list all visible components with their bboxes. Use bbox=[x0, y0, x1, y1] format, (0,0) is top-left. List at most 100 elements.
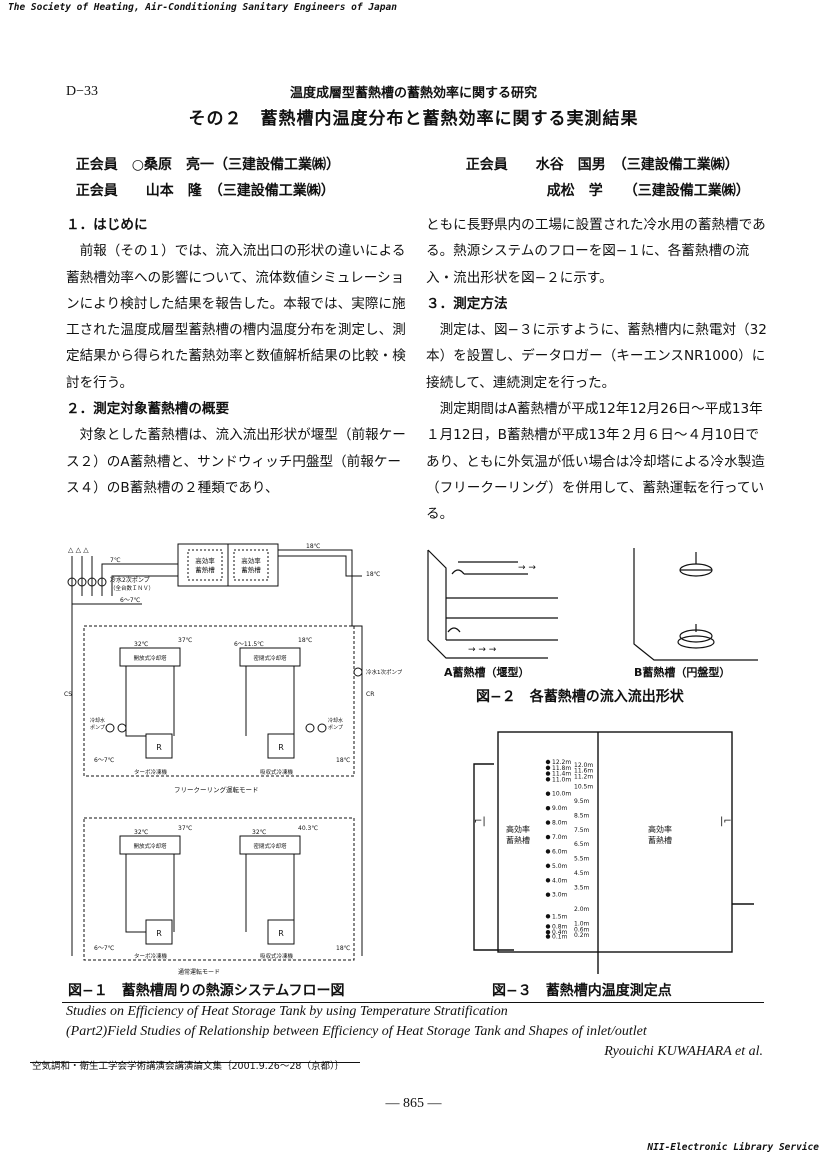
chiller-label: R bbox=[156, 743, 162, 752]
temp-label: 37℃ bbox=[178, 637, 193, 644]
author-role: 正会員 bbox=[75, 157, 118, 173]
fig3-tank-right-label: 高効率蓄熱槽 bbox=[648, 824, 672, 845]
sensor-point bbox=[545, 892, 551, 897]
paragraph: 前報（その１）では、流入流出口の形状の違いによる蓄熱槽効率への影響について、流体… bbox=[66, 243, 406, 391]
temp-label: 7℃ bbox=[110, 557, 121, 564]
height-label: 11.0m bbox=[552, 776, 571, 783]
cw-pump-label: 冷却水ポンプ bbox=[90, 717, 105, 731]
temp-label: 18℃ bbox=[336, 945, 351, 952]
author-role: 正会員 bbox=[465, 157, 508, 173]
author-4: 成松 学 （三建設備工業㈱） bbox=[537, 164, 750, 200]
height-label: 5.5m bbox=[574, 856, 590, 863]
chiller-label: R bbox=[278, 929, 284, 938]
height-label: 11.4m bbox=[552, 771, 571, 778]
library-footer: NII-Electronic Library Service bbox=[647, 1142, 819, 1153]
author-affil: （三建設備工業㈱） bbox=[630, 183, 750, 199]
paragraph: 測定期間はA蓄熱槽が平成12年12月26日〜平成13年１月12日，B蓄熱槽が平成… bbox=[426, 401, 765, 523]
pump-label: 冷水2次ポンプ bbox=[110, 576, 150, 584]
section-heading: １．はじめに bbox=[66, 217, 148, 233]
temp-label: 18℃ bbox=[298, 637, 313, 644]
height-label: 11.6m bbox=[574, 768, 593, 775]
svg-text:→ →: → → bbox=[518, 563, 536, 573]
sensor-point bbox=[545, 805, 551, 811]
sensor-points: 12.2m11.8m11.4m11.0m10.0m9.0m8.0m7.0m6.0… bbox=[545, 759, 593, 941]
author-1: 正会員 ○桑原 亮一（三建設備工業㈱） bbox=[66, 138, 340, 174]
tank-a-label: A蓄熱槽（堰型） bbox=[444, 665, 530, 679]
sensor-point bbox=[545, 878, 551, 883]
svg-text:⌐|: ⌐| bbox=[474, 816, 486, 827]
temp-label: 32℃ bbox=[134, 641, 149, 648]
tank-left-label: 高効率蓄熱槽 bbox=[195, 556, 215, 574]
paragraph: ともに長野県内の工場に設置された冷水用の蓄熱槽である。熱源システムのフローを図−… bbox=[426, 217, 766, 286]
sensor-point bbox=[545, 849, 551, 854]
cooling-tower-label: 開放式冷却塔 bbox=[133, 842, 167, 850]
height-label: 8.0m bbox=[552, 820, 568, 827]
height-label: 11.2m bbox=[574, 773, 593, 780]
height-label: 4.5m bbox=[574, 870, 590, 877]
height-label: 12.2m bbox=[552, 759, 571, 766]
svg-text:△ △ △: △ △ △ bbox=[68, 546, 89, 554]
height-label: 0.4m bbox=[552, 929, 568, 936]
temp-label: 32℃ bbox=[252, 829, 267, 836]
height-label: 4.0m bbox=[552, 877, 568, 884]
body-right-column: ともに長野県内の工場に設置された冷水用の蓄熱槽である。熱源システムのフローを図−… bbox=[426, 212, 768, 528]
chiller-name: ターボ冷凍機 bbox=[134, 952, 168, 960]
sensor-point bbox=[545, 777, 551, 782]
sensor-point bbox=[545, 930, 551, 935]
section-heading: ２．測定対象蓄熱槽の概要 bbox=[66, 401, 230, 418]
author-name: 水谷 国男 bbox=[535, 157, 606, 173]
height-label: 12.0m bbox=[574, 762, 593, 769]
footnote: 空気調和・衛生工学会学術講演会講演論文集｛2001.9.26〜28（京都）｝ bbox=[32, 1061, 345, 1072]
fig2-inlet-shapes: → → → → → A蓄熱槽（堰型） B蓄熱槽（円盤型） bbox=[427, 548, 758, 679]
divider bbox=[30, 1062, 360, 1063]
temp-label: 6〜7℃ bbox=[94, 757, 115, 764]
temp-label: 6〜7℃ bbox=[120, 597, 141, 604]
body-left-column: １．はじめに 前報（その１）では、流入流出口の形状の違いによる蓄熱槽効率への影響… bbox=[66, 212, 408, 501]
height-label: 3.5m bbox=[574, 885, 590, 892]
fig1-caption: 図−１ 蓄熱槽周りの熱源システムフロー図 bbox=[68, 983, 345, 999]
chiller-name: 吸収式冷凍機 bbox=[260, 952, 294, 960]
sensor-point bbox=[545, 924, 551, 929]
page-number: — 865 — bbox=[385, 1096, 442, 1111]
pipe-label: CR bbox=[366, 691, 374, 698]
sensor-point bbox=[545, 834, 551, 840]
sensor-point bbox=[545, 771, 551, 776]
pump-label: （全台数ＩＮＶ） bbox=[110, 584, 154, 592]
sensor-point bbox=[545, 791, 551, 796]
height-label: 9.0m bbox=[552, 805, 568, 812]
cooling-tower-label: 開放式冷却塔 bbox=[133, 654, 167, 662]
height-label: 8.5m bbox=[574, 812, 590, 819]
author-name: ○桑原 亮一 bbox=[131, 157, 214, 173]
society-header: The Society of Heating, Air-Conditioning… bbox=[8, 2, 397, 13]
height-label: 10.0m bbox=[552, 791, 571, 798]
chiller-label: R bbox=[156, 929, 162, 938]
temp-label: 18℃ bbox=[306, 543, 321, 550]
tank-right-label: 高効率蓄熱槽 bbox=[241, 556, 261, 574]
paragraph: 測定は、図−３に示すように、蓄熱槽内に熱電対（32本）を設置し、データロガー（キ… bbox=[426, 322, 767, 391]
height-label: 9.5m bbox=[574, 798, 590, 805]
author-3: 正会員 水谷 国男 （三建設備工業㈱） bbox=[456, 138, 739, 174]
cw-pump-label: 冷却水ポンプ bbox=[328, 717, 343, 731]
svg-text:|⌐: |⌐ bbox=[720, 816, 732, 827]
height-label: 7.5m bbox=[574, 827, 590, 834]
tank-b-label: B蓄熱槽（円盤型） bbox=[634, 665, 730, 679]
height-label: 5.0m bbox=[552, 863, 568, 870]
temp-label: 37℃ bbox=[178, 825, 193, 832]
english-author: Ryouichi KUWAHARA et al. bbox=[604, 1044, 763, 1059]
pump-label: 冷水1次ポンプ bbox=[366, 668, 402, 676]
author-name: 山本 隆 bbox=[131, 183, 202, 199]
height-label: 11.8m bbox=[552, 765, 571, 772]
divider bbox=[62, 1002, 764, 1003]
pipe-label: CS bbox=[64, 691, 72, 698]
sensor-point bbox=[545, 863, 551, 869]
sensor-point bbox=[545, 759, 551, 765]
height-label: 6.5m bbox=[574, 841, 590, 848]
sensor-point bbox=[545, 820, 551, 825]
paper-title-main: 温度成層型蓄熱槽の蓄熱効率に関する研究 bbox=[289, 86, 537, 101]
chiller-name: ターボ冷凍機 bbox=[134, 768, 168, 776]
sensor-point bbox=[545, 765, 551, 770]
author-affil: （三建設備工業㈱） bbox=[215, 183, 335, 199]
temp-label: 18℃ bbox=[336, 757, 351, 764]
temp-label: 6〜11.5℃ bbox=[234, 641, 264, 648]
temp-label: 6〜7℃ bbox=[94, 945, 115, 952]
